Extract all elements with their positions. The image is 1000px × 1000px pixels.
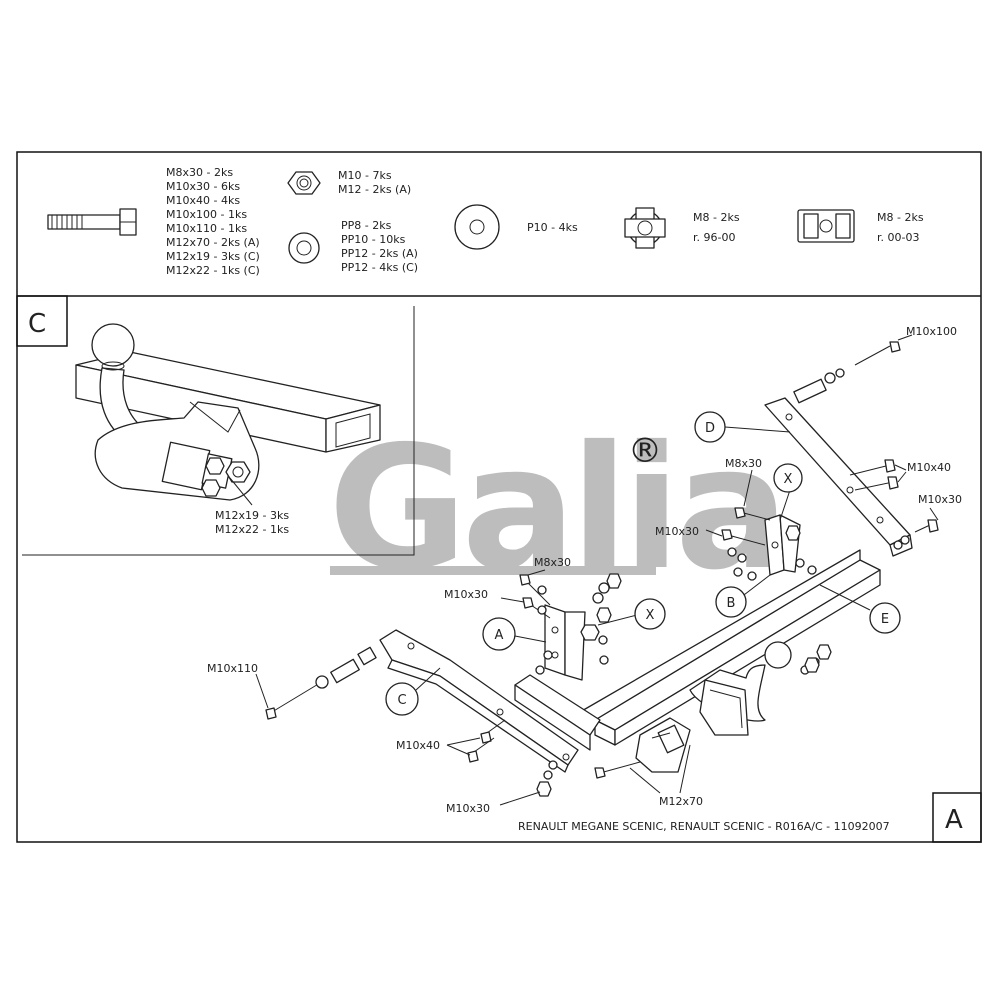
svg-text:C: C bbox=[397, 693, 406, 708]
legend-bolt-text: M12x19 - 3ks (C) bbox=[166, 250, 260, 263]
svg-text:E: E bbox=[881, 612, 889, 627]
legend-nut-text: M12 - 2ks (A) bbox=[338, 183, 411, 196]
variant-c-letter: C bbox=[28, 309, 46, 339]
callout-m10x100: M10x100 bbox=[906, 325, 957, 338]
legend-bolt-text: M10x30 - 6ks bbox=[166, 180, 240, 193]
svg-text:B: B bbox=[727, 596, 736, 611]
callout-m8x30-upper: M8x30 bbox=[725, 457, 762, 470]
svg-text:D: D bbox=[705, 421, 715, 436]
callout-m10x30-mid: M10x30 bbox=[655, 525, 699, 538]
svg-text:X: X bbox=[784, 472, 793, 487]
legend-bolts: M8x30 - 2ks M10x30 - 6ks M10x40 - 4ks M1… bbox=[166, 166, 260, 277]
legend-bolt-icon bbox=[47, 208, 137, 236]
watermark-underline bbox=[330, 566, 656, 575]
callout-m8x30-lower: M8x30 bbox=[534, 556, 571, 569]
legend-spring-washer-icon bbox=[288, 232, 320, 264]
legend-flat-washer-icon bbox=[454, 204, 500, 250]
callout-m10x30-left: M10x30 bbox=[444, 588, 488, 601]
part-label-d: D bbox=[694, 411, 726, 443]
bolts-side-arm-c bbox=[265, 646, 558, 797]
legend-hex-nut-icon bbox=[287, 171, 321, 195]
legend-cage-nut-text: r. 00-03 bbox=[877, 231, 919, 244]
callout-m10x40-right: M10x40 bbox=[907, 461, 951, 474]
watermark-registered: ® bbox=[628, 431, 662, 471]
legend-bolt-text: M8x30 - 2ks bbox=[166, 166, 233, 179]
legend-clip-nut-text: M8 - 2ks bbox=[693, 211, 740, 224]
part-label-b: B bbox=[715, 586, 747, 618]
callout-m12x70: M12x70 bbox=[659, 795, 703, 808]
variant-c-letter-box bbox=[16, 295, 68, 347]
bolts-m12x70 bbox=[594, 644, 832, 779]
main-assembly: D X B E X A C M10x100 M10x40 M10x30 bbox=[207, 325, 962, 815]
svg-text:X: X bbox=[646, 608, 655, 623]
legend-bolt-text: M12x70 - 2ks (A) bbox=[166, 236, 260, 249]
legend-washer-text: PP12 - 4ks (C) bbox=[341, 261, 418, 274]
drawing-frame bbox=[16, 151, 982, 843]
part-label-x: X bbox=[773, 463, 803, 493]
callout-m10x110: M10x110 bbox=[207, 662, 258, 675]
callout-m10x40-left: M10x40 bbox=[396, 739, 440, 752]
variant-c-inset: C M12x19 - 3ks M12x22 - 1ks bbox=[16, 295, 415, 556]
bracket-plate-a bbox=[544, 604, 566, 676]
svg-text:A: A bbox=[495, 628, 504, 643]
part-label-a: A bbox=[482, 617, 516, 651]
legend-clip-nut-text: r. 96-00 bbox=[693, 231, 735, 244]
footer-caption: RENAULT MEGANE SCENIC, RENAULT SCENIC - … bbox=[518, 820, 890, 833]
part-label-c: C bbox=[385, 682, 419, 716]
legend-washer-text: PP8 - 2ks bbox=[341, 219, 392, 232]
bolts-bracket-a bbox=[519, 573, 622, 675]
bolt-m10x100 bbox=[793, 341, 901, 404]
variant-c-bolt-note: M12x19 - 3ks bbox=[215, 509, 289, 522]
legend-clip-nut-icon bbox=[624, 207, 666, 249]
bolt-m10x30-right bbox=[893, 519, 939, 550]
legend-washer-text: PP10 - 10ks bbox=[341, 233, 406, 246]
callout-m10x30-bottom: M10x30 bbox=[446, 802, 490, 815]
callout-m10x30-right: M10x30 bbox=[918, 493, 962, 506]
bolts-bracket-b bbox=[721, 507, 817, 581]
bolts-m10x40-right bbox=[849, 459, 899, 491]
legend-bolt-text: M10x100 - 1ks bbox=[166, 208, 247, 221]
part-label-x: X bbox=[634, 598, 666, 630]
legend-washer-text: PP12 - 2ks (A) bbox=[341, 247, 418, 260]
legend-bolt-text: M10x40 - 4ks bbox=[166, 194, 240, 207]
variant-c-bolt-note: M12x22 - 1ks bbox=[215, 523, 289, 536]
variant-letter: A bbox=[945, 805, 963, 835]
legend-bolt-text: M10x110 - 1ks bbox=[166, 222, 247, 235]
legend-nut-text: M10 - 7ks bbox=[338, 169, 392, 182]
tow-ball bbox=[764, 641, 792, 669]
inset-border bbox=[22, 306, 415, 556]
variant-letter-box bbox=[932, 792, 982, 843]
legend-cage-nut-text: M8 - 2ks bbox=[877, 211, 924, 224]
tow-ball bbox=[91, 323, 135, 367]
galia-watermark: Galia ® bbox=[328, 410, 790, 608]
legend-bolt-text: M12x22 - 1ks (C) bbox=[166, 264, 260, 277]
legend-flat-washer-text: P10 - 4ks bbox=[527, 221, 578, 234]
part-label-e: E bbox=[869, 602, 901, 634]
legend-cage-nut-icon bbox=[797, 209, 855, 243]
